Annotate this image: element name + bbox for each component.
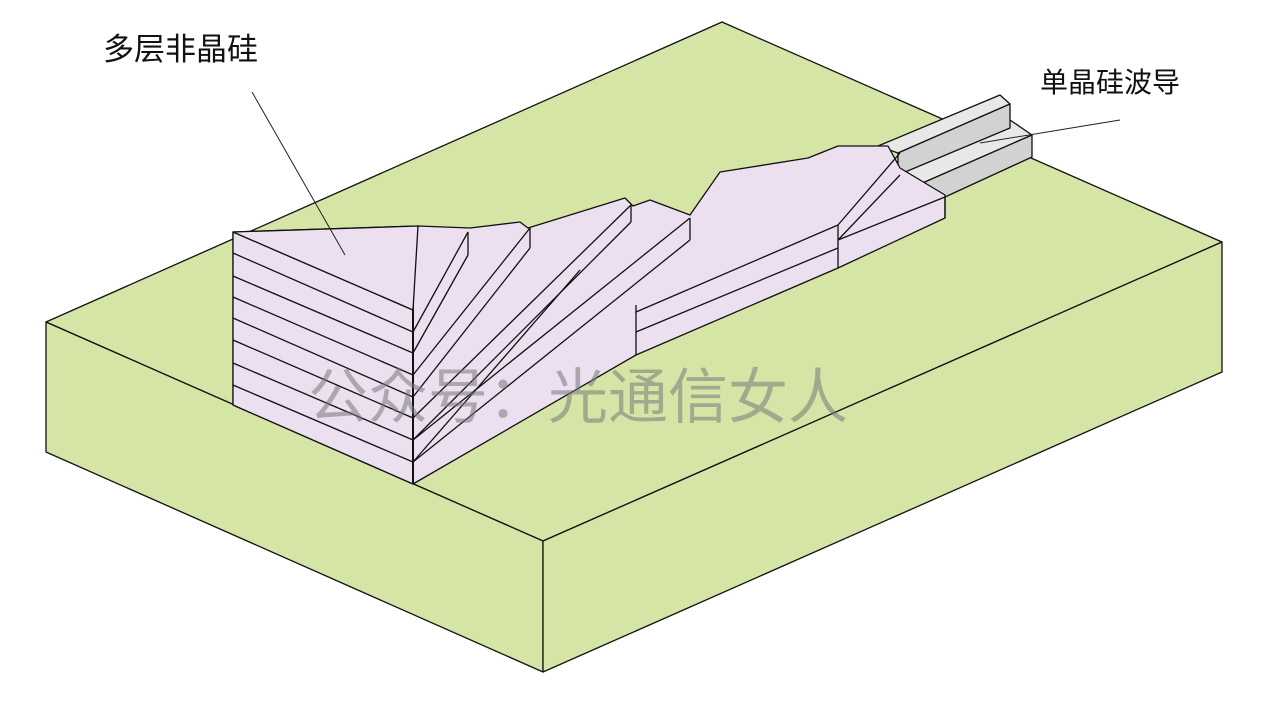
label-crystal-si-waveguide: 单晶硅波导 (1040, 66, 1180, 99)
substrate-right-face (542, 241, 1223, 673)
watermark: 公众号：光通信女人 (308, 363, 848, 433)
leader-line-waveguide (979, 119, 1121, 144)
label-multilayer-amorphous-si: 多层非晶硅 (103, 32, 258, 68)
leader-line-multilayer (251, 91, 346, 256)
multilayer-top-face (232, 225, 419, 311)
